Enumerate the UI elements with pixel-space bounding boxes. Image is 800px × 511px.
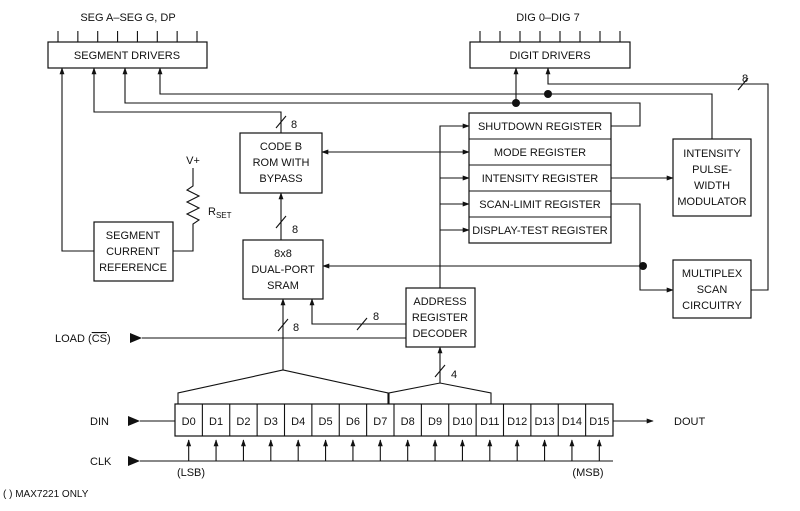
sram-line-1: 8x8 bbox=[274, 248, 292, 260]
shift-cell-d12: D12 bbox=[507, 416, 527, 428]
mode-register-label: MODE REGISTER bbox=[494, 147, 586, 159]
digit-outputs-label: DIG 0–DIG 7 bbox=[516, 12, 580, 24]
code-b-rom-block: CODE B ROM WITH BYPASS bbox=[239, 132, 323, 194]
dout-pin-label: DOUT bbox=[674, 416, 705, 428]
segment-outputs-label: SEG A–SEG G, DP bbox=[80, 12, 175, 24]
address-to-sram-bus-width: 8 bbox=[373, 311, 379, 323]
intensity-pwm-line-1: INTENSITY bbox=[683, 148, 741, 160]
address-decoder-line-3: DECODER bbox=[412, 328, 467, 340]
din-pin-label: DIN bbox=[90, 416, 109, 428]
digit-bus-width: 8 bbox=[742, 73, 748, 85]
scan-limit-register-label: SCAN-LIMIT REGISTER bbox=[479, 199, 600, 211]
sram-line-3: SRAM bbox=[267, 280, 299, 292]
segment-current-line-2: CURRENT bbox=[106, 246, 160, 258]
intensity-pwm-line-4: MODULATOR bbox=[677, 196, 746, 208]
digit-pin-ticks bbox=[479, 31, 621, 42]
sram-block: 8x8 DUAL-PORT SRAM bbox=[242, 239, 324, 300]
rset-label: RSET bbox=[208, 206, 232, 220]
code-b-line-2: ROM WITH bbox=[253, 157, 310, 169]
segment-pin-ticks bbox=[57, 31, 198, 42]
load-pin-label: LOAD (CS) bbox=[55, 333, 111, 345]
digit-drivers-block: DIGIT DRIVERS bbox=[469, 41, 631, 69]
shift-cell-d2: D2 bbox=[236, 416, 250, 428]
segment-current-reference-block: SEGMENT CURRENT REFERENCE bbox=[93, 221, 174, 282]
display-test-register-label: DISPLAY-TEST REGISTER bbox=[472, 225, 608, 237]
sram-line-2: DUAL-PORT bbox=[251, 264, 315, 276]
shift-cell-d11: D11 bbox=[480, 416, 499, 428]
intensity-pwm-line-3: WIDTH bbox=[694, 180, 730, 192]
intensity-pwm-block: INTENSITY PULSE- WIDTH MODULATOR bbox=[672, 138, 752, 217]
address-decoder-line-2: REGISTER bbox=[412, 312, 468, 324]
shift-register: D0 D1 D2 D3 D4 D5 D6 D7 D8 D9 D10 D11 D12 D13 D14 D15 bbox=[174, 403, 614, 437]
segment-drivers-block: SEGMENT DRIVERS bbox=[47, 41, 208, 69]
sram-in-bus-width: 8 bbox=[292, 224, 298, 236]
signal-wiring bbox=[59, 67, 769, 466]
shift-cell-d3: D3 bbox=[264, 416, 278, 428]
intensity-pwm-line-2: PULSE- bbox=[692, 164, 732, 176]
clock-taps bbox=[186, 439, 602, 461]
load-bus-width: 8 bbox=[293, 322, 299, 334]
shift-cell-d10: D10 bbox=[452, 416, 472, 428]
shift-cell-d14: D14 bbox=[562, 416, 582, 428]
footnote: ( ) MAX7221 ONLY bbox=[3, 489, 89, 500]
code-b-bus-width: 8 bbox=[291, 119, 297, 131]
shift-cell-d15: D15 bbox=[589, 416, 609, 428]
rset-supply-label: V+ bbox=[186, 155, 200, 167]
clk-pin-label: CLK bbox=[90, 456, 112, 468]
shift-cell-d7: D7 bbox=[373, 416, 387, 428]
shift-cell-d5: D5 bbox=[319, 416, 333, 428]
multiplex-line-3: CIRCUITRY bbox=[682, 300, 742, 312]
shift-cell-d4: D4 bbox=[291, 416, 305, 428]
multiplex-line-2: SCAN bbox=[697, 284, 728, 296]
code-b-line-3: BYPASS bbox=[259, 173, 302, 185]
address-decoder-block: ADDRESS REGISTER DECODER bbox=[405, 287, 476, 348]
intensity-register-label: INTENSITY REGISTER bbox=[482, 173, 599, 185]
segment-current-line-3: REFERENCE bbox=[99, 262, 167, 274]
multiplex-line-1: MULTIPLEX bbox=[682, 268, 743, 280]
shift-cell-d8: D8 bbox=[401, 416, 415, 428]
rset-resistor: V+ RSET bbox=[173, 155, 232, 252]
shift-cell-d13: D13 bbox=[534, 416, 554, 428]
register-stack: SHUTDOWN REGISTER MODE REGISTER INTENSIT… bbox=[468, 112, 612, 244]
digit-drivers-label: DIGIT DRIVERS bbox=[509, 50, 590, 62]
address-nibble-width: 4 bbox=[451, 369, 457, 381]
segment-current-line-1: SEGMENT bbox=[106, 230, 161, 242]
shift-cell-d0: D0 bbox=[182, 416, 196, 428]
shift-cell-d6: D6 bbox=[346, 416, 360, 428]
address-decoder-line-1: ADDRESS bbox=[413, 296, 466, 308]
shift-cell-d1: D1 bbox=[209, 416, 223, 428]
shutdown-register-label: SHUTDOWN REGISTER bbox=[478, 121, 602, 133]
code-b-line-1: CODE B bbox=[260, 141, 302, 153]
multiplex-scan-block: MULTIPLEX SCAN CIRCUITRY bbox=[672, 259, 752, 319]
shift-cell-d9: D9 bbox=[428, 416, 442, 428]
lsb-label: (LSB) bbox=[177, 467, 205, 479]
msb-label: (MSB) bbox=[572, 467, 603, 479]
segment-drivers-label: SEGMENT DRIVERS bbox=[74, 50, 180, 62]
